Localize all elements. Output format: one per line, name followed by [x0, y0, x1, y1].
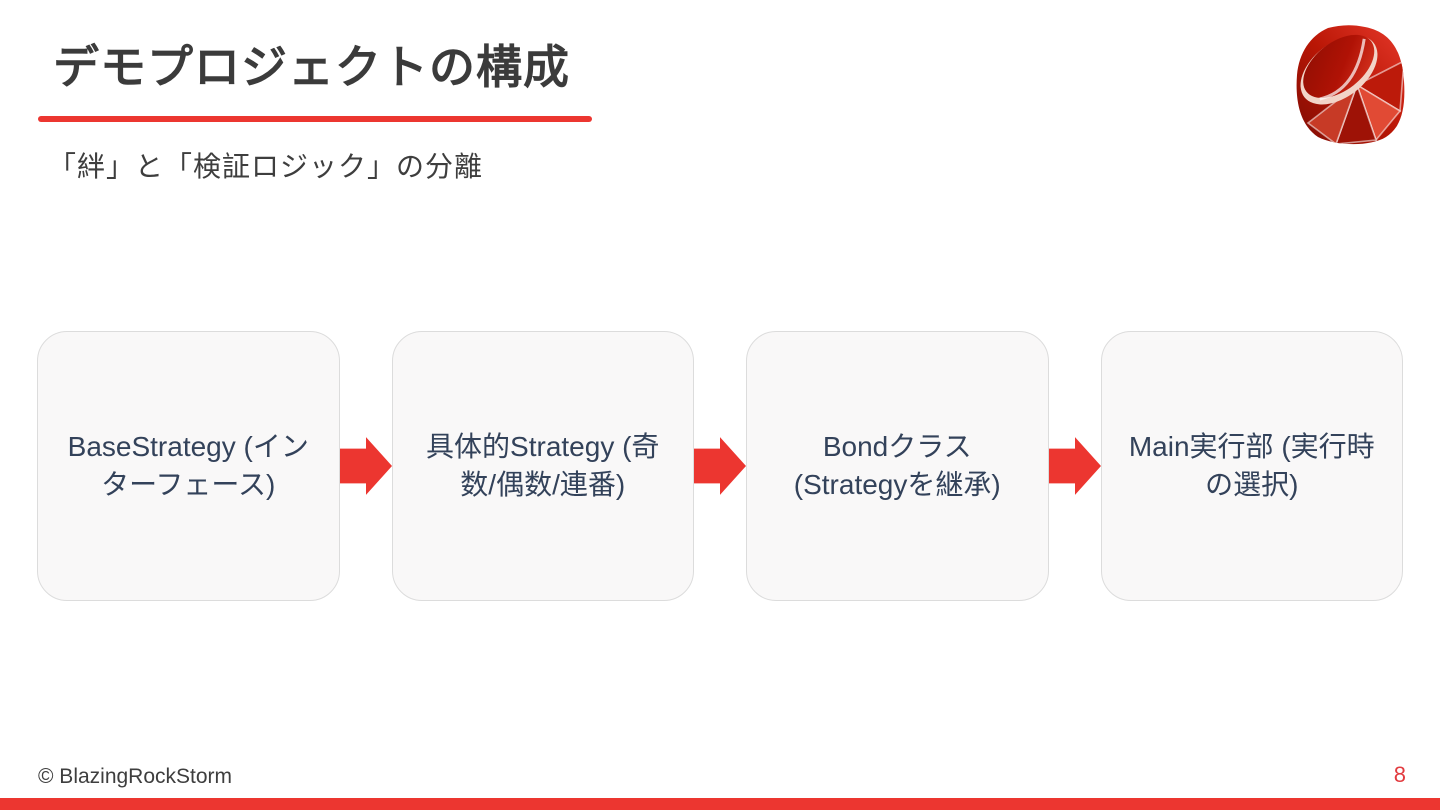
flow-box-label: 具体的Strategy (奇 数/偶数/連番): [426, 431, 660, 500]
flow-box-label: BaseStrategy (イン ターフェース): [67, 431, 309, 500]
arrow-right-icon: [694, 331, 746, 601]
subtitle: 「絆」と「検証ロジック」の分離: [48, 151, 484, 182]
bottom-accent-bar: [0, 798, 1440, 810]
ruby-logo: [1294, 22, 1408, 150]
flow-box-base-strategy: BaseStrategy (イン ターフェース): [37, 331, 340, 601]
flow-box-label: Main実行部 (実行時 の選択): [1128, 431, 1375, 500]
arrow-right-icon: [1048, 331, 1101, 601]
flow-diagram: BaseStrategy (イン ターフェース) 具体的Strategy (奇 …: [37, 331, 1403, 601]
flow-box-label: Bondクラス (Strategyを継承): [793, 431, 1001, 500]
flow-box-bond-class: Bondクラス (Strategyを継承): [746, 331, 1049, 601]
flow-box-main-exec: Main実行部 (実行時 の選択): [1100, 331, 1403, 601]
page-number: 8: [1393, 762, 1406, 787]
flow-box-concrete-strategy: 具体的Strategy (奇 数/偶数/連番): [391, 331, 694, 601]
copyright-text: © BlazingRockStorm: [38, 765, 233, 788]
title-underline: [38, 116, 592, 122]
arrow-right-icon: [339, 331, 392, 601]
page-title: デモプロジェクトの構成: [53, 41, 570, 93]
